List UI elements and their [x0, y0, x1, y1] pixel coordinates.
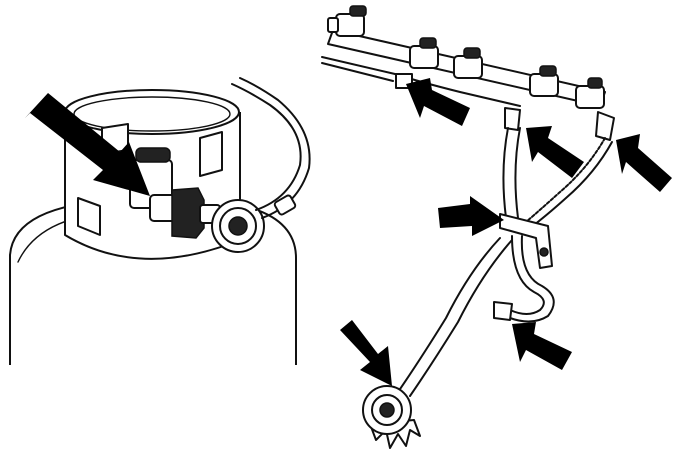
bracket-hole — [539, 247, 549, 257]
arrow-manifold-inlet — [526, 126, 584, 178]
hose-fitting — [273, 194, 297, 216]
bottom-regulator — [362, 385, 421, 449]
side-burner-hose-b — [509, 235, 555, 323]
collar-window-right — [199, 131, 223, 177]
burner-valve-3 — [453, 47, 483, 79]
bottom-regulator-cap — [379, 402, 395, 418]
main-hose-left-edge — [502, 127, 509, 219]
bottom-regulator-ring — [371, 394, 403, 426]
regulator-cap — [228, 216, 248, 236]
coil-hose — [525, 137, 606, 223]
regulator-hose-a — [231, 83, 302, 211]
arrow-tank-valve — [25, 93, 150, 196]
arrow-side-burner — [512, 322, 572, 370]
arrow-manifold-end — [616, 134, 672, 192]
regulator-hose-left-edge — [397, 237, 501, 393]
burner-manifold — [321, 5, 615, 141]
main-hose-right-edge — [514, 127, 521, 219]
arrow-bottom-regulator — [340, 320, 392, 386]
arrow-bracket — [438, 196, 504, 236]
manifold-inlet-elbow — [504, 107, 521, 131]
collar-window-front — [77, 197, 101, 236]
tank-valve-regulator — [129, 77, 311, 253]
coil-hose-edge — [529, 141, 613, 229]
regulator-hose-right-edge — [409, 239, 513, 397]
collar-inner-rim — [73, 96, 231, 132]
crossover-tube-b — [321, 62, 394, 82]
burner-valve-4 — [529, 65, 559, 97]
arrow-manifold-valve — [406, 78, 470, 126]
mounting-bracket — [499, 213, 553, 269]
regulator-ring — [219, 207, 257, 245]
side-burner-hose-a — [509, 235, 545, 315]
valve-handwheel — [135, 147, 171, 163]
manifold-end-elbow — [595, 111, 615, 141]
burner-valve-1 — [327, 5, 367, 37]
burner-valve-5 — [575, 77, 605, 109]
coupling-nut — [171, 187, 205, 239]
side-burner-fitting — [493, 301, 513, 321]
hose-assembly — [362, 127, 613, 449]
